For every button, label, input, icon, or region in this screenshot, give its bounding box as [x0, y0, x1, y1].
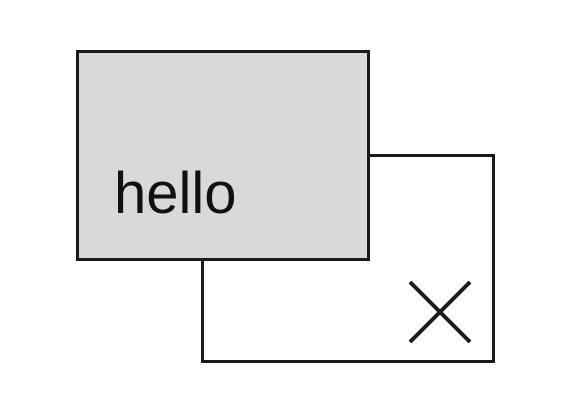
hello-label: hello — [114, 161, 237, 226]
front-window[interactable]: hello — [76, 50, 370, 261]
close-icon[interactable] — [408, 280, 472, 344]
